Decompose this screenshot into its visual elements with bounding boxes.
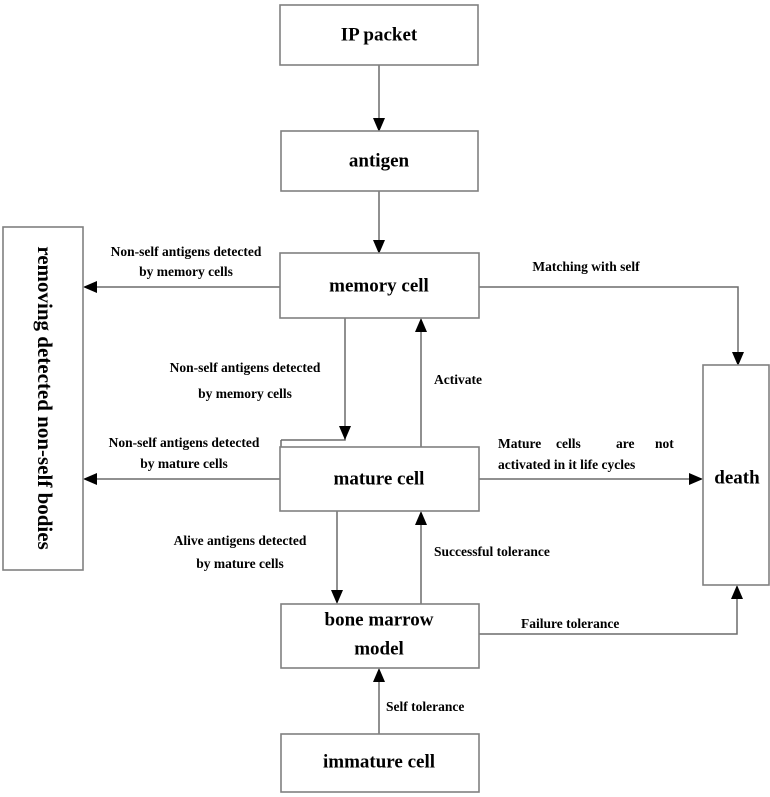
node-bone-marrow-label-line2: model: [354, 638, 404, 659]
node-mature-cell-label: mature cell: [334, 468, 425, 489]
node-death-label: death: [714, 467, 760, 488]
node-ip-packet[interactable]: IP packet: [279, 4, 479, 66]
edge-mature-cell-to-removing: [83, 473, 280, 485]
edge-label-memory-to-mature-line1: Non-self antigens detected: [170, 360, 321, 375]
edge-label-memory-to-death: Matching with self: [532, 259, 640, 274]
node-removing-label: removing detected non-self bodies: [33, 246, 57, 550]
edge-label-mature-to-death-w2: cells: [556, 436, 581, 451]
node-antigen-label: antigen: [349, 150, 410, 171]
edge-label-mature-to-death-w1: Mature: [498, 436, 541, 451]
edge-label-mature-to-death-line2: activated in it life cycles: [498, 457, 635, 472]
node-memory-cell[interactable]: memory cell: [279, 252, 480, 319]
node-ip-packet-label: IP packet: [341, 24, 418, 45]
node-antigen[interactable]: antigen: [280, 130, 479, 192]
edge-label-mature-to-death-w4: not: [655, 436, 674, 451]
edge-label-memory-to-mature-line2: by memory cells: [198, 386, 292, 401]
edge-label-successful-tolerance-text: Successful tolerance: [434, 544, 550, 559]
edge-antigen-to-memory-cell: [373, 191, 385, 254]
edge-ip-packet-to-antigen: [373, 65, 385, 132]
node-mature-cell[interactable]: mature cell: [279, 446, 480, 512]
edge-mature-cell-to-memory-cell: [415, 318, 427, 447]
node-death[interactable]: death: [702, 364, 770, 586]
edge-label-failure-tolerance: Failure tolerance: [521, 616, 619, 631]
edge-label-mature-to-death: Mature cells are not activated in it lif…: [498, 436, 674, 472]
edge-mature-cell-to-death: [479, 473, 703, 485]
edge-label-mature-to-bone-marrow: Alive antigens detected by mature cells: [174, 533, 307, 571]
edge-label-memory-to-removing: Non-self antigens detected by memory cel…: [111, 244, 262, 279]
edge-label-mature-to-removing: Non-self antigens detected by mature cel…: [109, 435, 260, 471]
edge-mature-cell-to-bone-marrow: [331, 511, 343, 604]
edge-label-mature-to-death-w3: are: [616, 436, 635, 451]
node-bone-marrow-model[interactable]: bone marrow model: [280, 603, 480, 669]
edge-label-mature-to-removing-line1: Non-self antigens detected: [109, 435, 260, 450]
edge-bone-marrow-to-death: [479, 585, 743, 635]
edge-label-mature-to-bone-line2: by mature cells: [196, 556, 284, 571]
edge-memory-cell-to-death: [479, 286, 744, 366]
node-removing-detected-non-self-bodies[interactable]: removing detected non-self bodies: [2, 226, 84, 571]
node-immature-cell-label: immature cell: [323, 751, 435, 772]
node-bone-marrow-label-line1: bone marrow: [325, 609, 434, 630]
edge-label-mature-to-bone-line1: Alive antigens detected: [174, 533, 307, 548]
edge-label-memory-to-removing-line2: by memory cells: [139, 264, 233, 279]
edge-memory-cell-to-removing: [83, 281, 280, 293]
edge-label-failure-tolerance-text: Failure tolerance: [521, 616, 619, 631]
node-memory-cell-label: memory cell: [329, 275, 429, 296]
edge-label-memory-to-mature: Non-self antigens detected by memory cel…: [170, 360, 321, 401]
edge-label-self-tolerance: Self tolerance: [386, 699, 464, 714]
edge-immature-cell-to-bone-marrow: [373, 668, 385, 734]
edge-label-matching-with-self: Matching with self: [532, 259, 640, 274]
node-immature-cell[interactable]: immature cell: [280, 733, 480, 793]
edge-label-mature-to-removing-line2: by mature cells: [140, 456, 228, 471]
edge-label-self-tolerance-text: Self tolerance: [386, 699, 464, 714]
edge-label-activate: Activate: [434, 372, 482, 387]
edge-bone-marrow-to-mature-cell: [415, 511, 427, 604]
edge-label-successful-tolerance: Successful tolerance: [434, 544, 550, 559]
edge-label-memory-to-removing-line1: Non-self antigens detected: [111, 244, 262, 259]
edge-memory-cell-to-mature-cell: [281, 318, 351, 441]
edge-label-activate-text: Activate: [434, 372, 482, 387]
